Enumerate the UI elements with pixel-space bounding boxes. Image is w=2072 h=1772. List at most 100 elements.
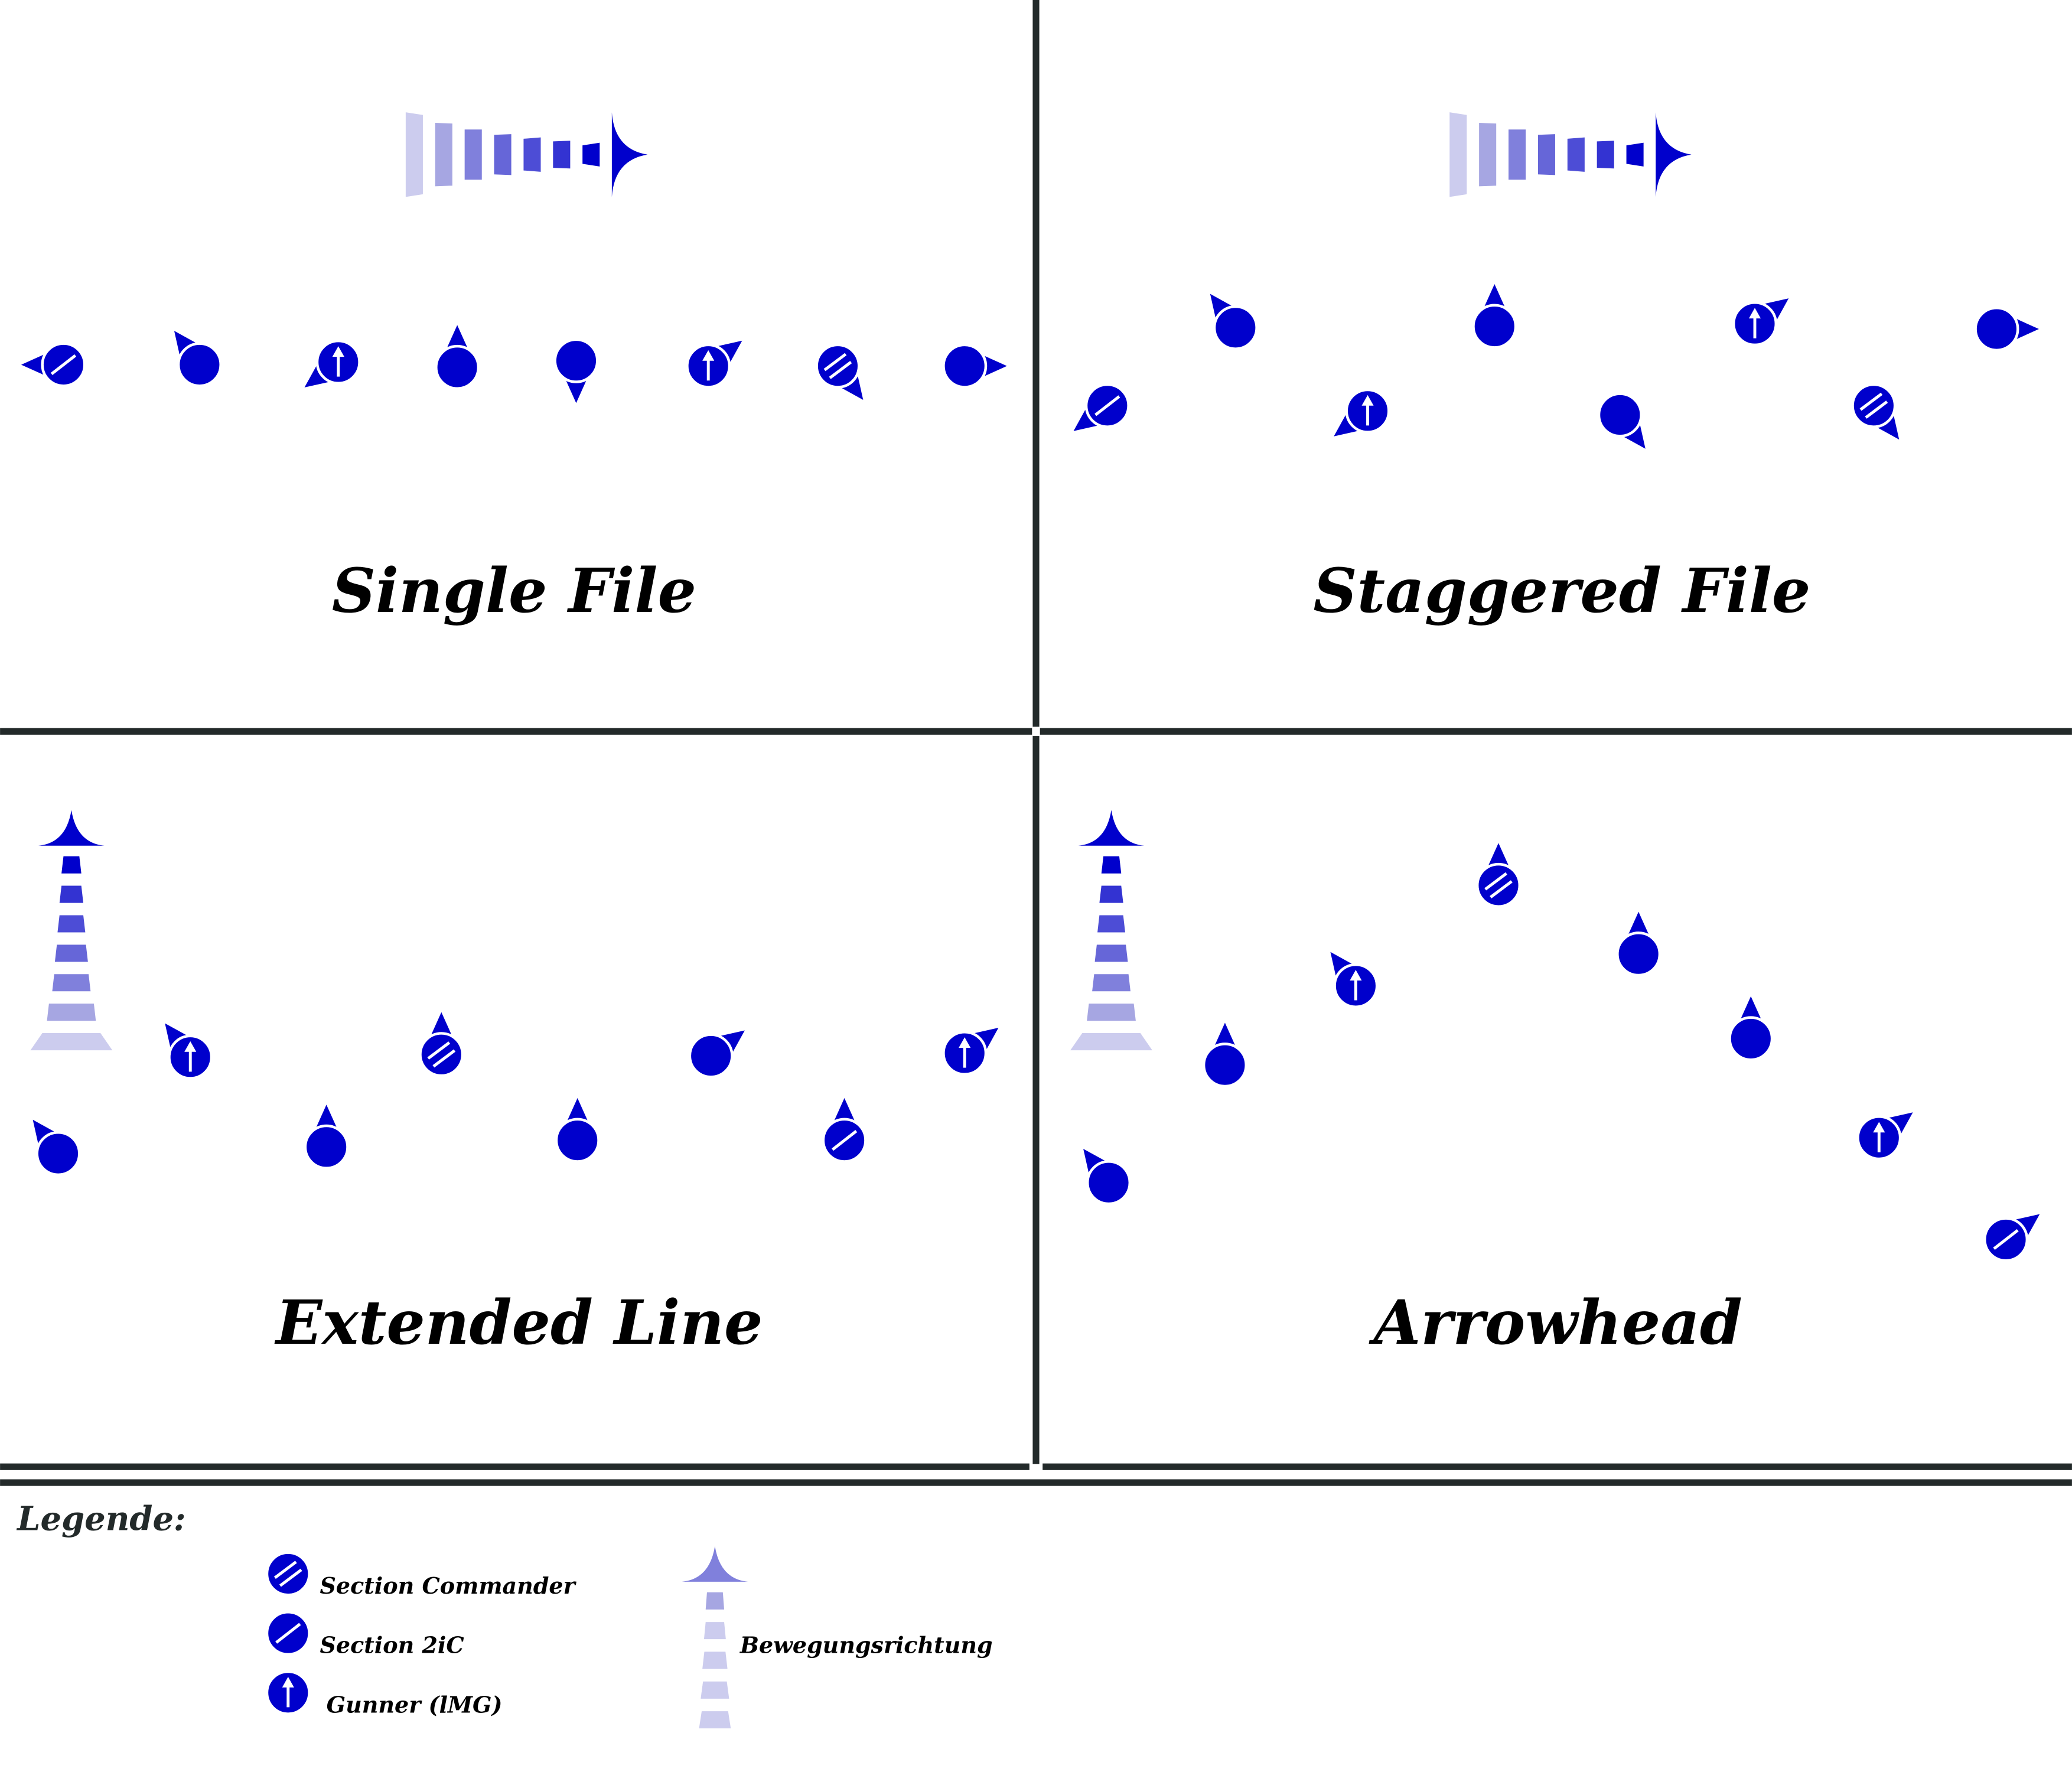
soldier-commander bbox=[815, 343, 864, 400]
soldier-circle-icon bbox=[35, 1131, 81, 1177]
movement-direction-arrow-icon bbox=[1070, 810, 1152, 1051]
facing-pointer-icon bbox=[832, 1098, 856, 1125]
facing-pointer-icon bbox=[21, 353, 48, 377]
facing-pointer-icon bbox=[714, 340, 742, 366]
soldier-rifleman bbox=[435, 325, 480, 390]
soldier-rifleman bbox=[32, 1119, 81, 1177]
commander-mark-icon bbox=[1865, 400, 1888, 419]
vertical-divider bbox=[1032, 0, 1040, 727]
commander-mark-icon bbox=[1859, 392, 1883, 411]
soldier-rifleman bbox=[553, 338, 599, 403]
legend-label-direction: Bewegungsrichtung bbox=[739, 1632, 993, 1659]
soldier-rifleman bbox=[1202, 1022, 1247, 1088]
soldier-rifleman bbox=[942, 343, 1007, 389]
legend-symbol-commander bbox=[265, 1551, 311, 1597]
facing-pointer-icon bbox=[2011, 1214, 2040, 1240]
soldier-rifleman bbox=[1728, 996, 1774, 1061]
soldier-circle-icon bbox=[1475, 862, 1522, 908]
soldier-circle-icon bbox=[688, 1033, 734, 1079]
facing-pointer-icon bbox=[565, 1098, 589, 1125]
commander-mark-icon bbox=[279, 1568, 302, 1587]
formation-panel-single-file bbox=[21, 325, 1007, 403]
gunner-arrowhead-icon bbox=[1748, 308, 1761, 319]
horizontal-divider bbox=[1042, 1463, 2072, 1470]
formation-panel-extended-line bbox=[32, 1012, 999, 1177]
commander-mark-icon bbox=[1484, 872, 1507, 891]
facing-pointer-icon bbox=[32, 1119, 58, 1148]
facing-pointer-icon bbox=[1210, 294, 1236, 323]
soldier-rifleman bbox=[1597, 392, 1646, 449]
soldier-commander bbox=[1851, 383, 1900, 440]
gunner-arrowhead-icon bbox=[1350, 970, 1362, 981]
soldier-gunner bbox=[1856, 1112, 1913, 1161]
facing-pointer-icon bbox=[314, 1105, 338, 1131]
commander-mark-icon bbox=[427, 1041, 451, 1060]
facing-pointer-icon bbox=[304, 361, 333, 387]
facing-pointer-icon bbox=[1739, 996, 1763, 1023]
legend-direction-arrow-icon bbox=[682, 1546, 748, 1729]
facing-pointer-icon bbox=[1213, 1022, 1237, 1050]
soldier-circle-icon bbox=[419, 1032, 464, 1077]
facing-pointer-icon bbox=[970, 1028, 999, 1053]
facing-pointer-icon bbox=[838, 372, 864, 400]
second-in-command-mark-icon bbox=[50, 354, 77, 376]
soldier-commander bbox=[419, 1012, 464, 1077]
facing-pointer-icon bbox=[429, 1012, 454, 1039]
gunner-arrowhead-icon bbox=[184, 1041, 197, 1052]
facing-pointer-icon bbox=[1620, 420, 1646, 449]
legend-title: Legende: bbox=[16, 1500, 185, 1539]
facing-pointer-icon bbox=[1486, 843, 1511, 870]
soldier-circle-icon bbox=[304, 1124, 349, 1170]
facing-pointer-icon bbox=[1760, 298, 1789, 324]
soldier-rifleman bbox=[174, 331, 222, 387]
commander-mark-icon bbox=[1490, 880, 1513, 898]
facing-pointer-icon bbox=[1073, 405, 1102, 431]
soldier-rifleman bbox=[1210, 294, 1258, 350]
commander-mark-icon bbox=[829, 361, 852, 379]
facing-pointer-icon bbox=[1334, 411, 1363, 437]
horizontal-divider bbox=[0, 728, 1032, 735]
soldier-circle-icon bbox=[1597, 392, 1643, 438]
soldier-gunner bbox=[304, 339, 361, 387]
facing-pointer-icon bbox=[564, 376, 588, 403]
soldier-rifleman bbox=[304, 1105, 349, 1170]
soldier-gunner bbox=[165, 1023, 213, 1080]
gunner-arrowhead-icon bbox=[1873, 1122, 1885, 1133]
soldier-2ic bbox=[21, 342, 86, 387]
soldier-gunner bbox=[1732, 298, 1789, 347]
facing-pointer-icon bbox=[1874, 411, 1900, 440]
soldier-circle-icon bbox=[815, 343, 861, 389]
legend-symbol-gunner bbox=[265, 1670, 311, 1715]
facing-pointer-icon bbox=[165, 1023, 191, 1052]
soldier-circle-icon bbox=[1472, 304, 1517, 349]
soldier-circle-icon bbox=[1086, 1160, 1132, 1206]
soldier-circle-icon bbox=[1851, 383, 1897, 428]
soldier-circle-icon bbox=[265, 1551, 311, 1597]
soldier-gunner bbox=[1334, 388, 1390, 437]
soldier-circle-icon bbox=[435, 344, 480, 390]
second-in-command-mark-icon bbox=[275, 1623, 301, 1644]
soldier-rifleman bbox=[1083, 1148, 1132, 1206]
legend-label-2ic: Section 2iC bbox=[320, 1632, 464, 1659]
gunner-arrowhead-icon bbox=[959, 1037, 971, 1048]
facing-pointer-icon bbox=[1083, 1148, 1109, 1177]
gunner-arrowhead-icon bbox=[702, 350, 715, 361]
formation-panel-staggered-file bbox=[1073, 284, 2039, 449]
facing-pointer-icon bbox=[980, 354, 1007, 378]
vertical-divider bbox=[1032, 736, 1040, 1464]
facing-pointer-icon bbox=[1884, 1112, 1913, 1138]
panel-title-arrowhead: Arrowhead bbox=[1369, 1287, 1742, 1359]
horizontal-divider bbox=[0, 1463, 1030, 1470]
soldier-circle-icon bbox=[1213, 305, 1258, 350]
facing-pointer-icon bbox=[445, 325, 470, 352]
legend-symbol-2ic bbox=[265, 1611, 311, 1656]
soldier-2ic bbox=[1983, 1214, 2040, 1262]
soldier-circle-icon bbox=[177, 342, 222, 387]
gunner-arrowhead-icon bbox=[282, 1676, 294, 1688]
movement-direction-arrow-icon bbox=[405, 112, 648, 197]
soldier-commander bbox=[1475, 843, 1522, 908]
soldier-circle-icon bbox=[553, 338, 599, 383]
gunner-arrowhead-icon bbox=[332, 346, 344, 357]
soldier-circle-icon bbox=[1616, 931, 1661, 977]
